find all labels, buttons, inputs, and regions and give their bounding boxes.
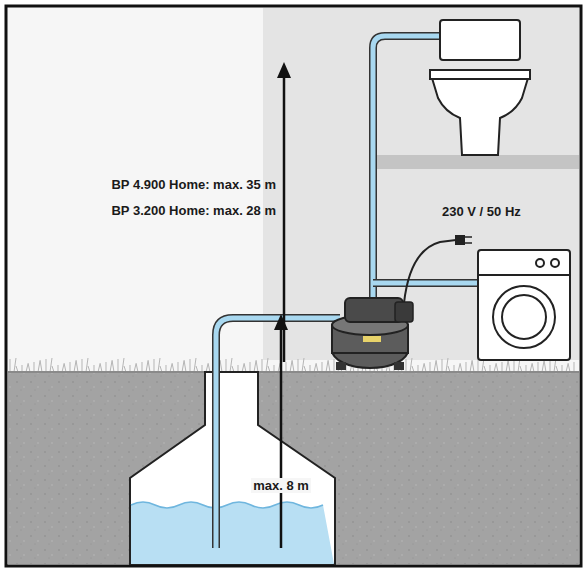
washing-machine	[478, 250, 570, 360]
well	[130, 372, 335, 564]
water	[131, 502, 334, 564]
pump	[332, 298, 413, 370]
height-arrow	[277, 62, 291, 362]
dimension-label: BP 3.200 Home: max. 28 m	[109, 203, 278, 218]
power-cord	[404, 240, 456, 303]
house-wall	[263, 8, 579, 360]
dimension-label: 230 V / 50 Hz	[440, 204, 523, 219]
frame	[6, 6, 581, 566]
toilet	[430, 20, 530, 155]
floor-slab	[370, 155, 579, 169]
suction-arrow	[274, 314, 288, 548]
dimension-label: max. 8 m	[251, 478, 311, 493]
plug	[455, 235, 472, 245]
suction-pipe	[216, 318, 340, 548]
dimension-label: BP 4.900 Home: max. 35 m	[109, 177, 278, 192]
ground	[8, 372, 579, 564]
